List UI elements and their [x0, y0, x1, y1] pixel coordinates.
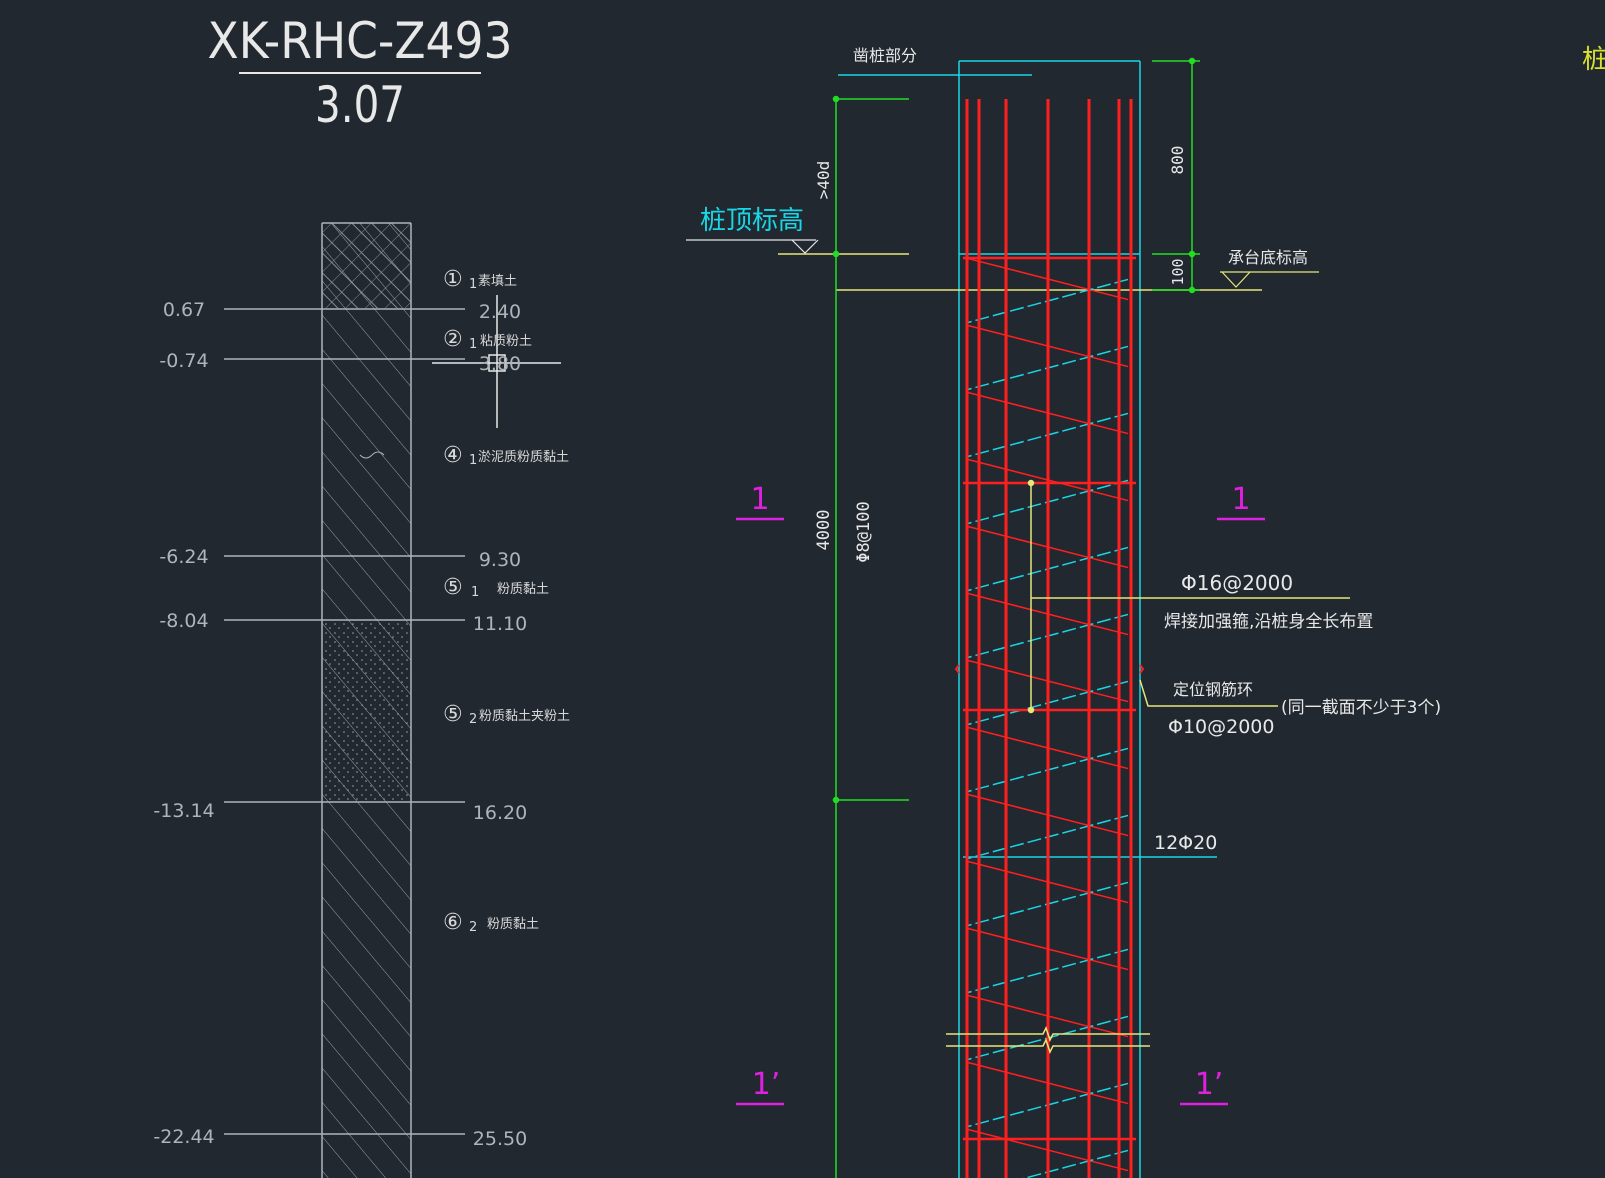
layer-name: 粉质黏土夹粉土: [479, 708, 570, 724]
section-mark-left: 1: [750, 482, 769, 517]
strata-lines: [224, 308, 465, 1135]
depth-label: 2.40: [479, 301, 521, 323]
section-mark-left-prime: 1’: [752, 1067, 781, 1102]
stiffening-hoops: [963, 256, 1136, 1141]
elevation-label: -6.24: [159, 546, 208, 568]
layer-number: ⑤: [443, 575, 463, 600]
depth-label: 11.10: [473, 613, 527, 635]
depth-label: 25.50: [473, 1128, 527, 1150]
layer-sub: 1: [471, 585, 479, 600]
stiffener-note: 焊接加强箍,沿桩身全长布置: [1164, 612, 1373, 632]
depth-label: 3.80: [479, 353, 521, 375]
layer-label: ⑥ 2 粉质黏土: [443, 910, 539, 935]
borehole-title: XK-RHC-Z493 3.07: [208, 12, 513, 134]
layer-labels: ① 1 素填土 ② 1 粘质粉土 ④ 1 淤泥质粉质黏土 ⑤ 1 粉质黏土 ⑤ …: [443, 267, 570, 935]
elevation-labels: 0.67 -0.74 -6.24 -8.04 -13.14 -22.44: [153, 299, 214, 1148]
layer-label: ④ 1 淤泥质粉质黏土: [443, 443, 569, 468]
main-bars: [965, 99, 1133, 1178]
dim-4000: 4000: [814, 510, 834, 551]
cap-bottom-elevation-label: 承台底标高: [1228, 248, 1308, 267]
dimension-lines: [832, 57, 1200, 1178]
borehole-value: 3.07: [315, 76, 405, 134]
pile-top-elevation-symbol: [686, 239, 819, 254]
layer-sub: 2: [469, 712, 477, 727]
positioning-ring-label: 定位钢筋环: [1173, 680, 1253, 699]
depth-labels: 2.40 3.80 9.30 11.10 16.20 25.50: [473, 301, 527, 1150]
dim-40d: >40d: [814, 161, 833, 200]
stiffener-leader: [1027, 479, 1350, 714]
positioning-ring: [954, 664, 1145, 674]
borehole-code: XK-RHC-Z493: [208, 12, 513, 70]
elevation-label: 0.67: [163, 299, 205, 321]
layer-number: ②: [443, 327, 463, 352]
cut-off-label: 凿桩部分: [853, 46, 917, 65]
stiffener-spec: Φ16@2000: [1181, 571, 1293, 595]
elevation-label: -22.44: [153, 1126, 214, 1148]
layer-name: 素填土: [478, 274, 517, 289]
layer-name: 淤泥质粉质黏土: [478, 449, 569, 465]
borehole-column: [321, 222, 412, 1178]
layer-number: ④: [443, 443, 463, 468]
layer-label: ② 1 粘质粉土: [443, 327, 532, 352]
section-mark-right-prime: 1’: [1195, 1067, 1224, 1102]
layer-sub: 2: [469, 920, 477, 935]
layer-number: ①: [443, 267, 463, 292]
dim-800: 800: [1168, 146, 1187, 175]
layer-label: ① 1 素填土: [443, 267, 517, 292]
layer-name: 粉质黏土: [497, 581, 549, 597]
break-line: [946, 1026, 1150, 1054]
pile-top-elevation-label: 桩顶标高: [700, 206, 804, 236]
layer-label: ⑤ 1 粉质黏土: [443, 575, 549, 600]
section-markers: [736, 517, 1265, 1106]
elevation-label: -13.14: [153, 800, 214, 822]
section-mark-right: 1: [1231, 482, 1250, 517]
stirrup-spec: Φ8@100: [854, 501, 874, 562]
layer-number: ⑥: [443, 910, 463, 935]
crosshair-cursor: [432, 295, 561, 428]
elevation-label: -8.04: [159, 610, 208, 632]
edge-label: 桩: [1582, 45, 1605, 75]
layer-sub: 1: [469, 453, 477, 468]
layer-name: 粘质粉土: [480, 334, 532, 349]
depth-label: 16.20: [473, 802, 527, 824]
layer-sub: 1: [469, 277, 477, 292]
positioning-ring-spec: Φ10@2000: [1168, 716, 1275, 738]
cap-bottom-elevation-symbol: [1220, 271, 1319, 288]
elevation-label: -0.74: [159, 350, 208, 372]
layer-label: ⑤ 2 粉质黏土夹粉土: [443, 702, 570, 727]
dim-100: 100: [1169, 258, 1187, 285]
main-bar-spec: 12Φ20: [1154, 832, 1217, 854]
positioning-ring-note: (同一截面不少于3个): [1281, 698, 1441, 718]
layer-number: ⑤: [443, 702, 463, 727]
layer-sub: 1: [469, 337, 477, 352]
depth-label: 9.30: [479, 549, 521, 571]
layer-name: 粉质黏土: [487, 916, 539, 932]
